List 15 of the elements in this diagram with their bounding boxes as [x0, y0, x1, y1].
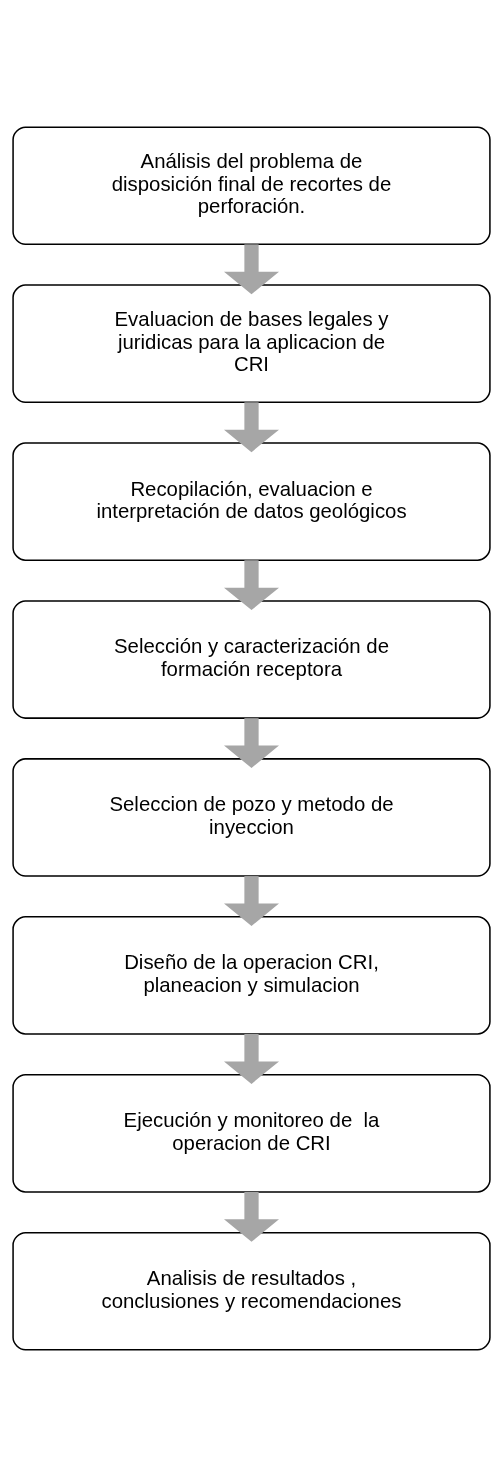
- node-box: Selección y caracterización de formación receptora: [11, 599, 491, 719]
- arrow: [223, 1191, 279, 1242]
- arrow: [223, 717, 279, 768]
- arrow: [223, 559, 279, 610]
- node-box: Recopilación, evaluacion e interpretación de datos geológicos: [11, 441, 491, 561]
- node-box: Analisis de resultados , conclusiones y recomendaciones: [11, 1231, 491, 1351]
- node-box: Evaluacion de bases legales y juridicas para la aplicacion de CRI: [11, 283, 491, 403]
- arrow: [223, 1033, 279, 1084]
- node-box: Ejecución y monitoreo de la operacion de CRI: [11, 1073, 491, 1193]
- arrow: [223, 243, 279, 294]
- arrow: [223, 875, 279, 926]
- node-box: Diseño de la operacion CRI, planeacion y simulacion: [11, 915, 491, 1035]
- node-box: Seleccion de pozo y metodo de inyeccion: [11, 757, 491, 877]
- arrow: [223, 401, 279, 452]
- node-box: Análisis del problema de disposición final de recortes de perforación.: [11, 125, 491, 245]
